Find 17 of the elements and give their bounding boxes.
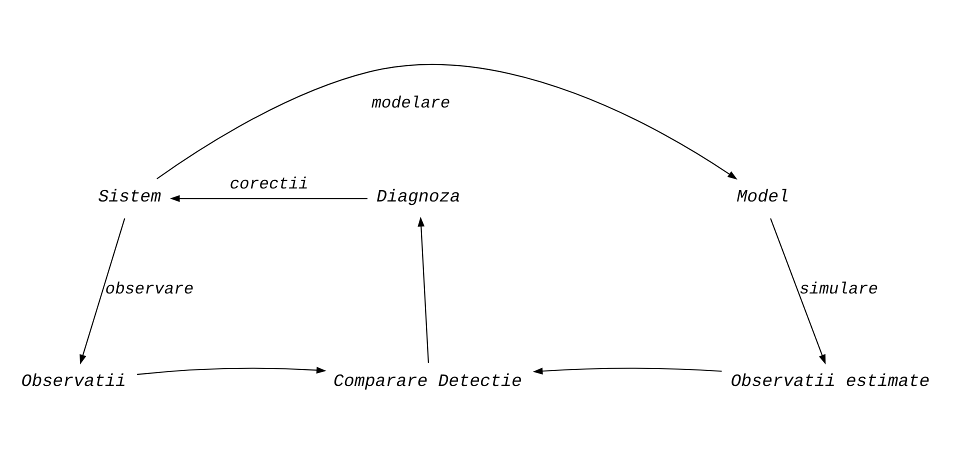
arrow [532, 367, 722, 374]
edge-label: corectii [230, 174, 308, 194]
arrow [80, 218, 126, 364]
node-text: Diagnoza [376, 187, 460, 208]
node-text: Model [736, 187, 790, 208]
arrow [170, 194, 368, 202]
edge-label: simulare [799, 278, 878, 298]
arrow [137, 366, 326, 374]
node-text: Observatii [21, 372, 126, 392]
arrow [418, 216, 429, 362]
node-text: Sistem [98, 187, 162, 208]
arrow [770, 218, 826, 364]
arrow [156, 64, 738, 180]
edge-label: modelare [372, 92, 450, 112]
edge-label: observare [105, 278, 194, 298]
node-text: Comparare Detectie [333, 372, 522, 392]
node-text: Observatii estimate [730, 372, 930, 392]
